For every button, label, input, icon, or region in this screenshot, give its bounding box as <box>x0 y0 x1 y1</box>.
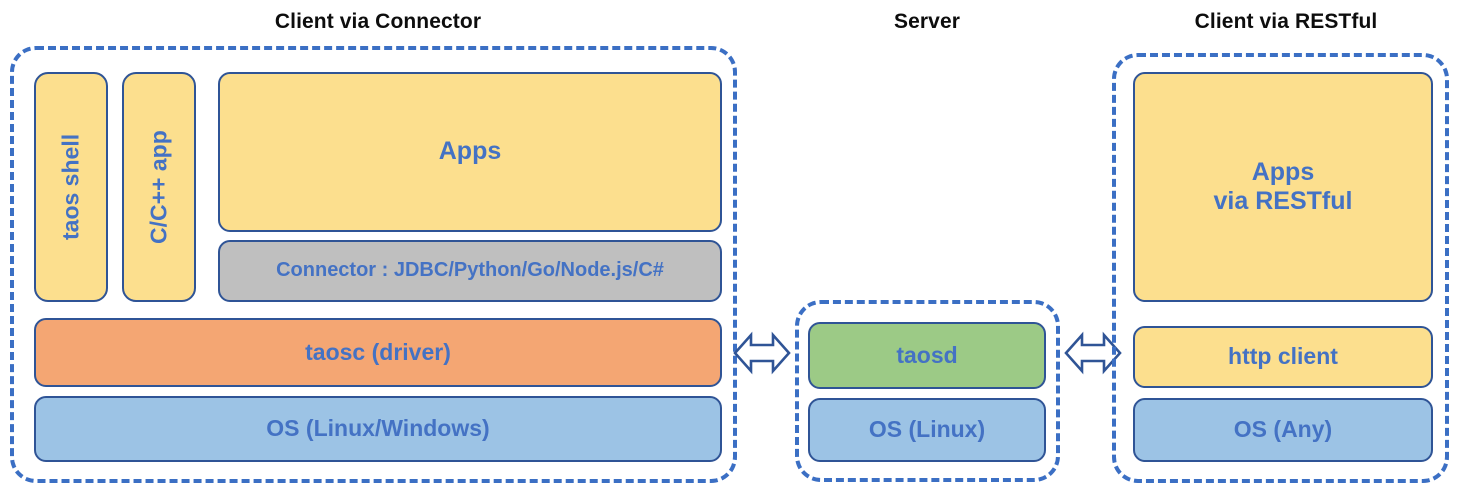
block-os-linux-windows-label: OS (Linux/Windows) <box>266 415 490 442</box>
block-connector-label: Connector : JDBC/Python/Go/Node.js/C# <box>276 259 664 282</box>
block-os-any-label: OS (Any) <box>1233 416 1333 443</box>
block-http-client-label: http client <box>1228 343 1338 370</box>
group-client-via-connector <box>10 46 737 483</box>
block-apps-via-restful-line2: via RESTful <box>1213 187 1353 215</box>
section-heading-client-connector: Client via Connector <box>274 10 482 33</box>
block-taosd[interactable]: taosd <box>808 322 1046 389</box>
double-headed-arrow-icon-right <box>1064 327 1122 379</box>
block-apps-via-restful-line1: Apps <box>1251 157 1315 186</box>
block-taosc-driver-label: taosc (driver) <box>305 338 451 365</box>
group-client-via-restful <box>1112 53 1449 483</box>
block-os-linux-windows[interactable]: OS (Linux/Windows) <box>34 396 722 462</box>
block-os-any[interactable]: OS (Any) <box>1133 398 1433 462</box>
block-taos-shell-label: taos shell <box>57 133 84 241</box>
block-taosc-driver[interactable]: taosc (driver) <box>34 318 722 387</box>
block-c-cpp-app-label: C/C++ app <box>145 130 172 244</box>
block-os-linux[interactable]: OS (Linux) <box>808 398 1046 462</box>
block-apps[interactable]: Apps <box>218 72 722 232</box>
double-headed-arrow-icon-left <box>733 327 791 379</box>
block-http-client[interactable]: http client <box>1133 326 1433 388</box>
section-heading-server: Server <box>894 10 960 33</box>
section-heading-client-restful: Client via RESTful <box>1194 10 1378 33</box>
block-apps-via-restful-text: Apps via RESTful <box>1214 158 1353 217</box>
block-taos-shell[interactable]: taos shell <box>34 72 108 302</box>
block-c-cpp-app[interactable]: C/C++ app <box>122 72 196 302</box>
block-apps-via-restful[interactable]: Apps via RESTful <box>1133 72 1433 302</box>
block-connector[interactable]: Connector : JDBC/Python/Go/Node.js/C# <box>218 240 722 302</box>
block-os-linux-label: OS (Linux) <box>868 416 986 443</box>
block-apps-label: Apps <box>438 137 502 166</box>
block-taosd-label: taosd <box>896 341 958 368</box>
group-server <box>795 300 1060 482</box>
